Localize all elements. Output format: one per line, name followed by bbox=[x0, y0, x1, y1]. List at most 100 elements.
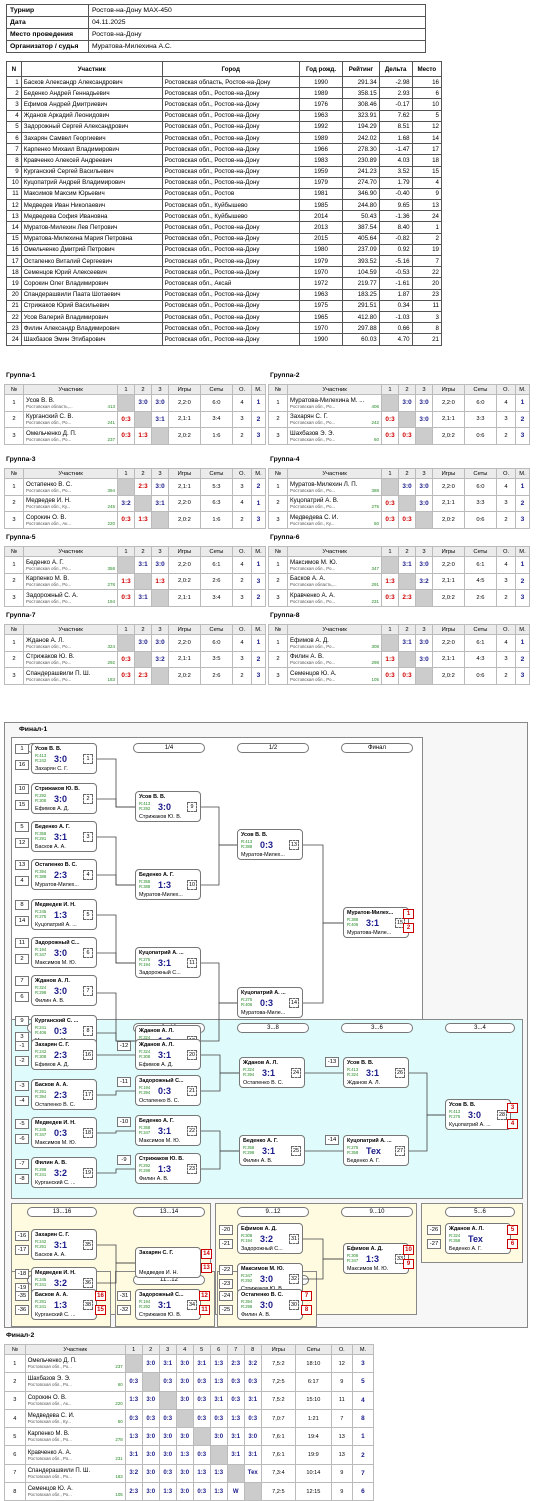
match-rating-2: R:298 bbox=[139, 1168, 151, 1173]
player-sub: Ростовская область,...413 bbox=[26, 404, 115, 409]
participant-cell: Муратова-Милехина Мария Петровна bbox=[20, 232, 163, 245]
participant-cell: 2.93 bbox=[378, 87, 413, 100]
score-cell bbox=[415, 427, 434, 445]
group-header-cell: 1 bbox=[381, 384, 400, 395]
match-score: 1:3 bbox=[158, 1164, 172, 1174]
final-2-header-cell: 1 bbox=[124, 1344, 143, 1355]
score-cell bbox=[117, 556, 136, 574]
player-name: Муратов-Милехин Л. П. bbox=[290, 480, 358, 488]
participant-cell: 4.03 bbox=[378, 154, 413, 167]
participant-cell: Жданов Аркадий Леонидович bbox=[20, 109, 163, 122]
participant-cell: 405.64 bbox=[342, 232, 380, 245]
points-cell: 2 bbox=[232, 427, 252, 445]
row-number: 7 bbox=[4, 1463, 26, 1484]
row-number: 6 bbox=[4, 1445, 26, 1465]
column-header: Город bbox=[161, 61, 300, 77]
group-header-cell: № bbox=[3, 468, 25, 479]
participant-cell: 278.30 bbox=[342, 143, 380, 156]
score-cell bbox=[226, 1463, 245, 1484]
player-rating: 105 bbox=[115, 1492, 123, 1498]
games-cell: 2,0:2 bbox=[168, 511, 201, 529]
match-number: 20 bbox=[187, 1050, 197, 1060]
group-header-cell: 3 bbox=[151, 546, 170, 557]
points-cell: 4 bbox=[232, 394, 252, 412]
row-number: 2 bbox=[4, 1372, 26, 1392]
player-cell: Стрижаков Ю. В.Ростовская обл., Ро...292 bbox=[23, 650, 119, 668]
participant-cell: Семенцов Юрий Алексеевич bbox=[20, 266, 163, 279]
games-cell: 7,5:2 bbox=[260, 1353, 296, 1374]
place-cell: 2 bbox=[515, 650, 530, 668]
participant-cell: 12 bbox=[411, 120, 443, 133]
participant-cell: Ростовская обл., Ростов-на-Дону bbox=[161, 154, 300, 167]
group-header-cell: О. bbox=[496, 624, 516, 635]
player-rating: 50 bbox=[374, 520, 380, 526]
player-rating: 413 bbox=[107, 403, 116, 409]
group-header-cell: 2 bbox=[398, 624, 417, 635]
group-header-cell: Участник bbox=[23, 468, 119, 479]
player-city: Ростовская обл., Ро... bbox=[27, 1455, 72, 1461]
player-sub: Ростовская обл., Ро...105 bbox=[290, 677, 379, 682]
match-rating-2: R:394 bbox=[139, 1090, 151, 1095]
match-rating-1: R:358 bbox=[35, 831, 47, 836]
player-city: Ростовская обл., Ро... bbox=[290, 436, 336, 442]
match-player-1: Усов В. В. bbox=[241, 832, 268, 838]
player-cell: Спандерашвили П. Ш.Ростовская обл., Ро..… bbox=[24, 1463, 126, 1484]
points-cell: 13 bbox=[330, 1427, 353, 1447]
group-header-cell: Сеты bbox=[199, 546, 234, 557]
group-header-cell: М. bbox=[515, 384, 530, 395]
score-cell: 1:3 bbox=[226, 1408, 245, 1429]
score-cell: 3:0 bbox=[398, 394, 417, 412]
match-rating-1: R:308 bbox=[347, 1253, 359, 1258]
seed-number: 6 bbox=[15, 992, 29, 1002]
match-rating-2: R:241 bbox=[35, 1172, 47, 1177]
place-cell: 3 bbox=[515, 667, 530, 685]
player-sub: Ростовская обл., Ро...183 bbox=[28, 1474, 123, 1479]
score-cell: 3:0 bbox=[175, 1372, 194, 1392]
score-cell: 2:3 bbox=[124, 1482, 143, 1501]
points-cell: 2 bbox=[232, 667, 252, 685]
score-cell: 3:2 bbox=[243, 1353, 262, 1374]
score-cell bbox=[175, 1408, 194, 1429]
participant-cell: 297.88 bbox=[342, 322, 380, 335]
participant-cell: 1965 bbox=[298, 310, 344, 324]
group-header-cell: 1 bbox=[117, 468, 136, 479]
match-score: 3:1 bbox=[366, 918, 380, 928]
row-number: 3 bbox=[3, 511, 25, 529]
participant-cell: 1 bbox=[6, 75, 22, 89]
place-cell: 2 bbox=[515, 572, 530, 590]
player-city: Ростовская обл., Ро... bbox=[26, 420, 72, 426]
group-header-cell: 2 bbox=[134, 546, 153, 557]
place-cell: 2 bbox=[251, 650, 266, 668]
round-header: 9...12 bbox=[237, 1207, 309, 1217]
participant-cell: 24 bbox=[411, 210, 443, 223]
score-cell bbox=[381, 634, 400, 652]
match-rating-2: R:242 bbox=[35, 758, 47, 763]
score-cell: 2:3 bbox=[398, 589, 417, 607]
match-rating-1: R:413 bbox=[35, 753, 47, 758]
final-2-header-cell: 4 bbox=[175, 1344, 194, 1355]
match-player-1: Остапенко В. С. bbox=[35, 862, 78, 868]
match-player-1: Медведев И. Н. bbox=[35, 902, 76, 908]
sets-cell: 19:4 bbox=[294, 1427, 332, 1447]
match-score: 2:3 bbox=[54, 1090, 68, 1100]
match-score: 3:0 bbox=[260, 1300, 274, 1310]
match-score: 3:1 bbox=[366, 1068, 380, 1078]
score-cell: 3:1 bbox=[124, 1445, 143, 1465]
seed-number: -32 bbox=[117, 1305, 131, 1315]
match-player-2: Муратова-Миле... bbox=[241, 1010, 286, 1016]
match-number: 30 bbox=[289, 1300, 299, 1310]
seed-number: -25 bbox=[219, 1305, 233, 1315]
participant-cell: -0.82 bbox=[378, 232, 413, 245]
player-cell: Шахбазов Э. Э.Ростовская обл., Ро...60 bbox=[24, 1372, 126, 1392]
player-city: Ростовская обл., Ро... bbox=[290, 598, 336, 604]
score-cell bbox=[158, 1390, 177, 1410]
match-number: 19 bbox=[83, 1168, 93, 1178]
sets-cell: 6:17 bbox=[294, 1372, 332, 1392]
